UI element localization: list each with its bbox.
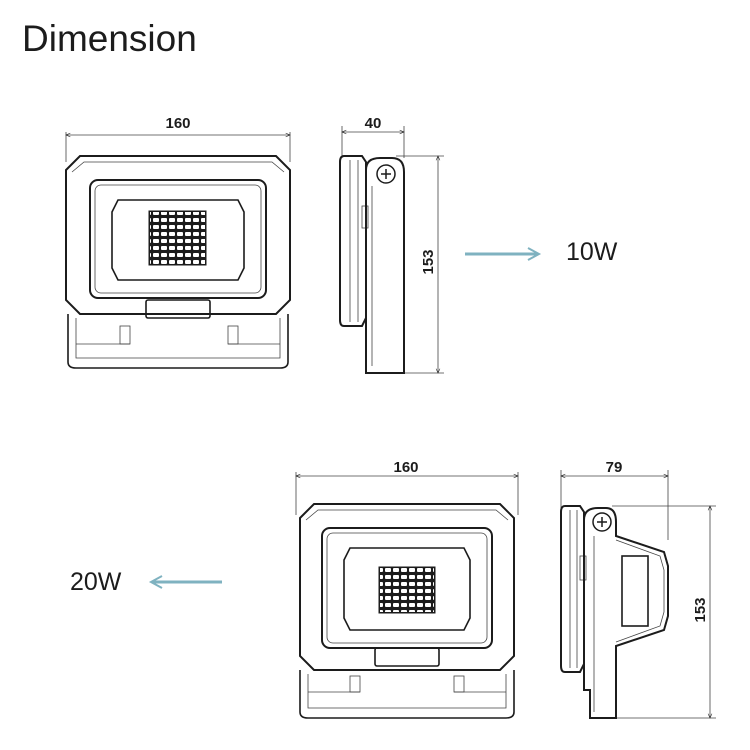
arrow-to-20w-label <box>148 575 222 589</box>
side-view-20w: 79 153 <box>560 459 716 719</box>
width-dimension-10w: 160 <box>165 115 190 132</box>
depth-dimension-10w: 40 <box>365 115 382 132</box>
height-dimension-20w: 153 <box>692 597 709 622</box>
power-label-10w: 10W <box>566 238 618 266</box>
height-dimension-10w: 153 <box>420 249 437 274</box>
front-view-10w: 160 <box>65 115 291 369</box>
side-view-10w: 40 153 <box>339 115 444 374</box>
width-dimension-20w: 160 <box>393 459 418 476</box>
depth-dimension-20w: 79 <box>606 459 623 476</box>
arrow-to-10w-label <box>465 247 542 261</box>
page-title: Dimension <box>22 18 197 59</box>
front-view-20w: 160 <box>296 459 518 719</box>
power-label-20w: 20W <box>70 568 122 596</box>
